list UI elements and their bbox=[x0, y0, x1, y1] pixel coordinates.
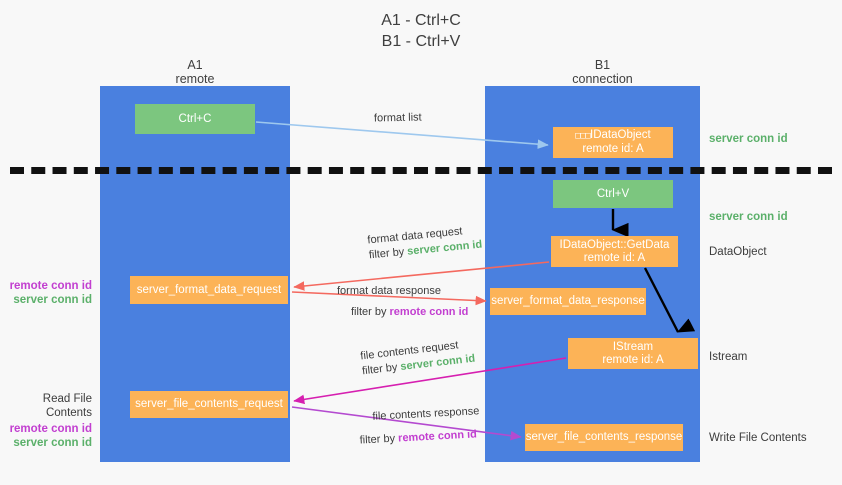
annotation-conn-ids-group2: Read File Contents remote conn id server… bbox=[0, 392, 92, 450]
edge-label-fcres-prefix: filter by bbox=[359, 432, 399, 447]
annotation-istream: Istream bbox=[709, 351, 748, 363]
edge-label-fcres-emphasis: remote conn id bbox=[397, 428, 478, 445]
annotation-remote-conn-id-1: remote conn id bbox=[9, 280, 92, 292]
arrow-format-data-response bbox=[291, 291, 487, 306]
annotation-read-file-contents: Read File Contents bbox=[42, 393, 92, 419]
node-istream[interactable]: IStream remote id: A bbox=[568, 338, 698, 369]
node-idataobject-text: IDataObject remote id: A bbox=[582, 129, 651, 155]
node-server-format-data-response[interactable]: server_format_data_response bbox=[490, 288, 646, 315]
edge-label-fdres-line1: format data response bbox=[337, 285, 441, 297]
page-title: A1 - Ctrl+C B1 - Ctrl+V bbox=[381, 12, 461, 50]
annotation-remote-conn-id-2: remote conn id bbox=[9, 423, 92, 435]
edge-label-file-contents-response: file contents response filter by remote … bbox=[359, 404, 481, 448]
annotation-server-conn-id-top: server conn id bbox=[709, 133, 788, 145]
annotation-server-conn-id-1: server conn id bbox=[13, 294, 92, 306]
edge-label-fdreq-prefix: filter by bbox=[368, 245, 408, 262]
node-server-file-contents-response[interactable]: server_file_contents_response bbox=[525, 424, 683, 451]
arrow-file-contents-request bbox=[293, 357, 567, 405]
edge-label-fcreq-prefix: filter by bbox=[361, 361, 402, 378]
node-idataobject[interactable]: □□□IDataObject remote id: A bbox=[553, 127, 673, 158]
node-server-file-contents-request[interactable]: server_file_contents_request bbox=[130, 391, 288, 418]
node-idataobject-label: □□□IDataObject remote id: A bbox=[575, 129, 651, 156]
annotation-dataobject: DataObject bbox=[709, 246, 767, 258]
phase-divider bbox=[10, 167, 832, 174]
annotation-server-conn-id-2: server conn id bbox=[13, 437, 92, 449]
arrow-format-list bbox=[255, 121, 549, 149]
arrow-format-data-request bbox=[293, 261, 550, 291]
node-ctrl-v[interactable]: Ctrl+V bbox=[553, 180, 673, 208]
annotation-server-conn-id-mid: server conn id bbox=[709, 211, 788, 223]
node-server-format-data-request[interactable]: server_format_data_request bbox=[130, 276, 288, 304]
node-getdata[interactable]: IDataObject::GetData remote id: A bbox=[551, 236, 678, 267]
node-ctrl-c[interactable]: Ctrl+C bbox=[135, 104, 255, 134]
arrow-getdata-to-istream bbox=[643, 267, 696, 333]
annotation-write-file-contents: Write File Contents bbox=[709, 432, 807, 444]
column-header-b1: B1 connection bbox=[572, 58, 633, 86]
edge-label-format-list: format list bbox=[374, 111, 422, 127]
column-header-a1: A1 remote bbox=[175, 58, 215, 86]
annotation-conn-ids-group1: remote conn id server conn id bbox=[0, 279, 92, 307]
edge-label-format-data-response: format data response filter by remote co… bbox=[337, 284, 468, 320]
edge-label-format-list-line1: format list bbox=[373, 111, 422, 125]
edge-label-fdres-prefix: filter by bbox=[351, 306, 390, 318]
edge-label-fdres-line2: filter by remote conn id bbox=[351, 305, 468, 320]
arrow-file-contents-response bbox=[291, 406, 522, 441]
edge-label-fdres-emphasis: remote conn id bbox=[389, 306, 469, 318]
missing-glyph-icon: □□□ bbox=[575, 131, 591, 141]
